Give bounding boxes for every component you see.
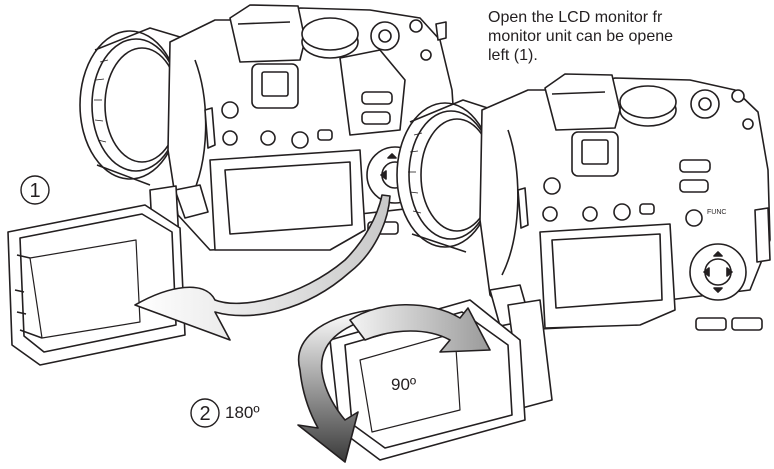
instruction-line-2: monitor unit can be opene bbox=[488, 28, 674, 45]
camera-1-lcd-monitor bbox=[7, 204, 186, 366]
camera-1-lens bbox=[79, 27, 191, 186]
step-1-callout: 1 bbox=[20, 175, 50, 205]
rotate-90-arrow-icon bbox=[349, 303, 491, 353]
instruction-line-1: Open the LCD monitor fr bbox=[488, 9, 663, 26]
camera-1 bbox=[79, 4, 457, 266]
instruction-line-3: left (1). bbox=[488, 47, 538, 64]
rotate-open-arrow-icon bbox=[134, 194, 391, 341]
svg-text:FUNC: FUNC bbox=[707, 209, 726, 216]
angle-90-label: 90º bbox=[391, 375, 416, 394]
rotate-180-arrow-icon bbox=[297, 309, 396, 463]
angle-180-label: 180º bbox=[225, 403, 260, 422]
step-2-number: 2 bbox=[199, 403, 210, 425]
camera-2-lens bbox=[396, 99, 501, 253]
step-2-callout: 2 bbox=[190, 398, 220, 428]
camera-2: FUNC bbox=[396, 73, 771, 409]
step-1-number: 1 bbox=[29, 180, 40, 202]
instruction-text: Open the LCD monitor fr monitor unit can… bbox=[488, 8, 774, 65]
